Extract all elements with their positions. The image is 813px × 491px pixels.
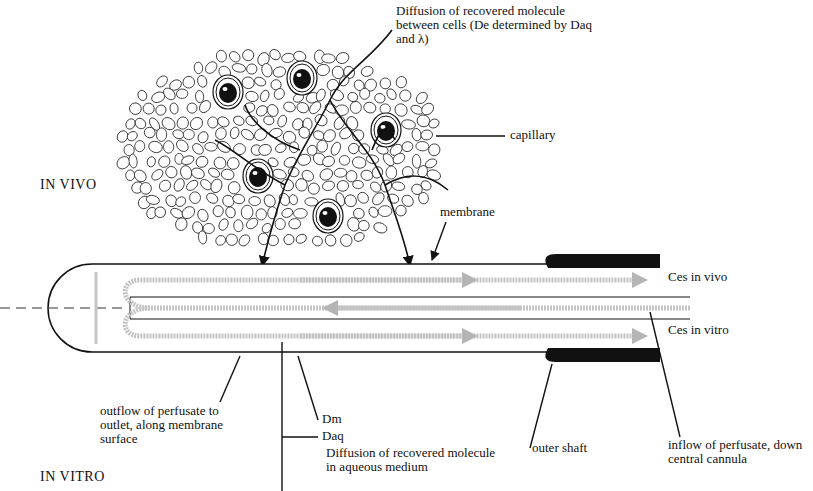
- probe: [0, 254, 690, 362]
- region-label: IN VITRO: [40, 470, 105, 484]
- annotation: inflow of perfusate, down central cannul…: [668, 438, 808, 466]
- concentration-label: Ces in vitro: [668, 323, 729, 337]
- perfusate-flow: [95, 272, 98, 344]
- part-label: outer shaft: [532, 441, 587, 455]
- outer-shaft: [545, 348, 660, 362]
- part-label: membrane: [440, 205, 495, 219]
- annotation: Diffusion of recovered molecule between …: [396, 4, 596, 46]
- perfusate-flow: [125, 280, 690, 336]
- annotation: outflow of perfusate to outlet, along me…: [100, 404, 230, 446]
- tissue-cells: [115, 47, 442, 248]
- coefficient-label: Daq: [322, 429, 344, 443]
- coefficient-label: Dm: [322, 412, 342, 426]
- leader-lines: [220, 136, 680, 491]
- diffusion-paths: [215, 30, 448, 266]
- region-label: IN VIVO: [40, 178, 97, 192]
- outer-shaft: [545, 254, 660, 268]
- annotation: Diffusion of recovered molecule in aqueo…: [326, 446, 496, 474]
- capillaries: [213, 61, 401, 233]
- concentration-label: Ces in vivo: [668, 270, 727, 284]
- part-label: capillary: [510, 128, 555, 142]
- centre-line: [0, 308, 128, 309]
